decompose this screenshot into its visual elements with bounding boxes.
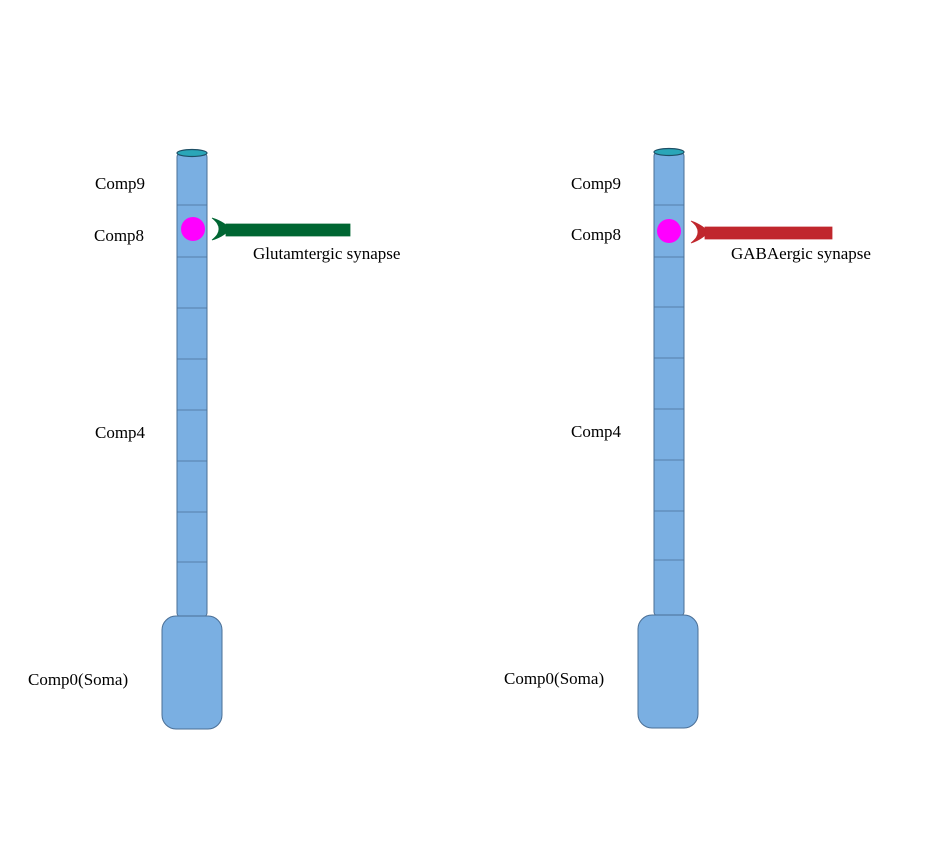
comp4-label-left: Comp4	[95, 423, 146, 442]
synapse-label-left: Glutamtergic synapse	[253, 244, 400, 263]
dendrite-tip-cap-left	[176, 148, 208, 158]
soma-left	[161, 615, 223, 730]
glutamatergic-terminal	[211, 217, 351, 241]
gabaergic-terminal	[690, 220, 833, 244]
synapse-label-right: GABAergic synapse	[731, 244, 871, 263]
comp9-label-left: Comp9	[95, 174, 145, 193]
soma-label-left: Comp0(Soma)	[28, 670, 128, 689]
comp8-label-right: Comp8	[571, 225, 621, 244]
comp4-label-right: Comp4	[571, 422, 622, 441]
dendrite-tip-cap-right	[653, 147, 685, 157]
left-panel: Comp9 Comp8 Comp4 Comp0(Soma) Glutamterg…	[28, 148, 400, 730]
comp9-label-right: Comp9	[571, 174, 621, 193]
dendrite-right	[653, 147, 685, 617]
right-panel: Comp9 Comp8 Comp4 Comp0(Soma) GABAergic …	[504, 147, 871, 729]
compartment-dividers-right	[654, 204, 684, 561]
dendrite-left	[176, 148, 208, 618]
synapse-spot-left	[181, 217, 205, 241]
glutamatergic-terminal-axon	[225, 223, 351, 237]
soma-label-right: Comp0(Soma)	[504, 669, 604, 688]
gabaergic-terminal-axon	[704, 226, 833, 240]
synapse-spot-right	[657, 219, 681, 243]
soma-right	[637, 614, 699, 729]
compartment-dividers-left	[177, 204, 207, 563]
comp8-label-left: Comp8	[94, 226, 144, 245]
